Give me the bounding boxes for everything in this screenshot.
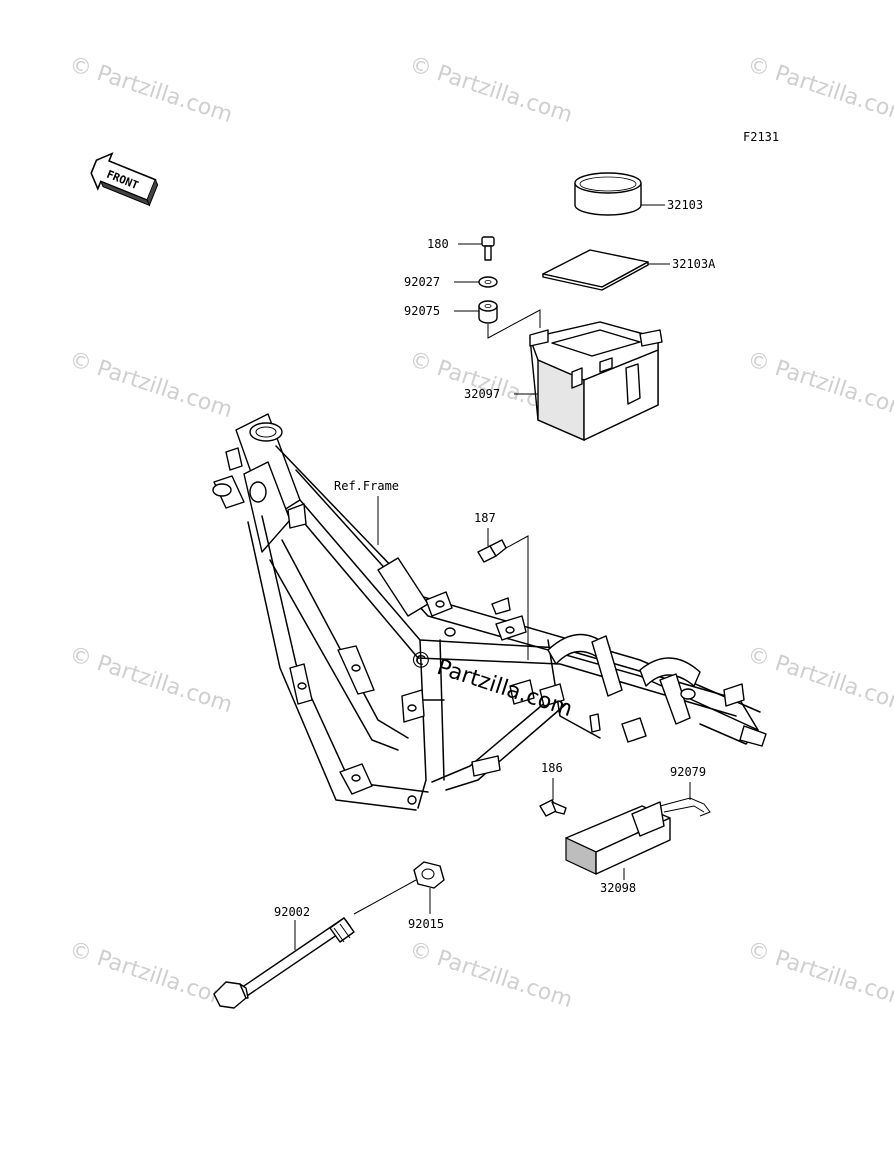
part-32097-battery-case[interactable]: 32097 xyxy=(464,321,663,442)
label-92002: 92002 xyxy=(274,905,310,919)
label-92079: 92079 xyxy=(670,765,706,779)
part-92015-nut[interactable]: 92015 xyxy=(408,861,445,931)
part-92027-washer[interactable]: 92027 xyxy=(404,275,498,289)
label-92027: 92027 xyxy=(404,275,440,289)
front-arrow-icon: FRONT xyxy=(90,152,159,207)
center-watermark: © Partzilla.com xyxy=(406,646,575,722)
ref-frame-label: Ref.Frame xyxy=(334,479,399,493)
label-180: 180 xyxy=(427,237,449,251)
watermark: © Partzilla.com xyxy=(744,52,894,128)
motorcycle-frame[interactable] xyxy=(212,413,767,811)
part-180-bolt[interactable]: 180 xyxy=(427,236,495,261)
label-32098: 32098 xyxy=(600,881,636,895)
label-32103: 32103 xyxy=(667,198,703,212)
label-32097: 32097 xyxy=(464,387,500,401)
watermark: © Partzilla.com xyxy=(744,347,894,423)
part-32103A-pad[interactable]: 32103A xyxy=(542,249,716,291)
watermark: © Partzilla.com xyxy=(66,347,235,423)
part-32098-regulator[interactable]: 32098 xyxy=(565,801,671,895)
watermark: © Partzilla.com xyxy=(744,937,894,1013)
watermark: © Partzilla.com xyxy=(66,937,235,1013)
part-187-bolt[interactable]: 187 xyxy=(474,511,529,660)
part-92079-clip[interactable]: 92079 xyxy=(659,765,711,817)
part-186-bolt[interactable]: 186 xyxy=(539,761,567,817)
watermark: © Partzilla.com xyxy=(406,937,575,1013)
label-92075: 92075 xyxy=(404,304,440,318)
part-92002-bolt[interactable]: 92002 xyxy=(213,879,417,1009)
label-186: 186 xyxy=(541,761,563,775)
watermark: © Partzilla.com xyxy=(744,642,894,718)
watermark: © Partzilla.com xyxy=(66,52,235,128)
watermark: © Partzilla.com xyxy=(66,642,235,718)
watermark: © Partzilla.com xyxy=(406,52,575,128)
label-187: 187 xyxy=(474,511,496,525)
watermarks: © Partzilla.com © Partzilla.com © Partzi… xyxy=(66,52,894,1013)
label-32103A: 32103A xyxy=(672,257,716,271)
diagram-code: F2131 xyxy=(743,130,779,144)
part-92075-grommet[interactable]: 92075 xyxy=(404,300,541,339)
part-32103-band[interactable]: 32103 xyxy=(574,172,703,216)
label-92015: 92015 xyxy=(408,917,444,931)
